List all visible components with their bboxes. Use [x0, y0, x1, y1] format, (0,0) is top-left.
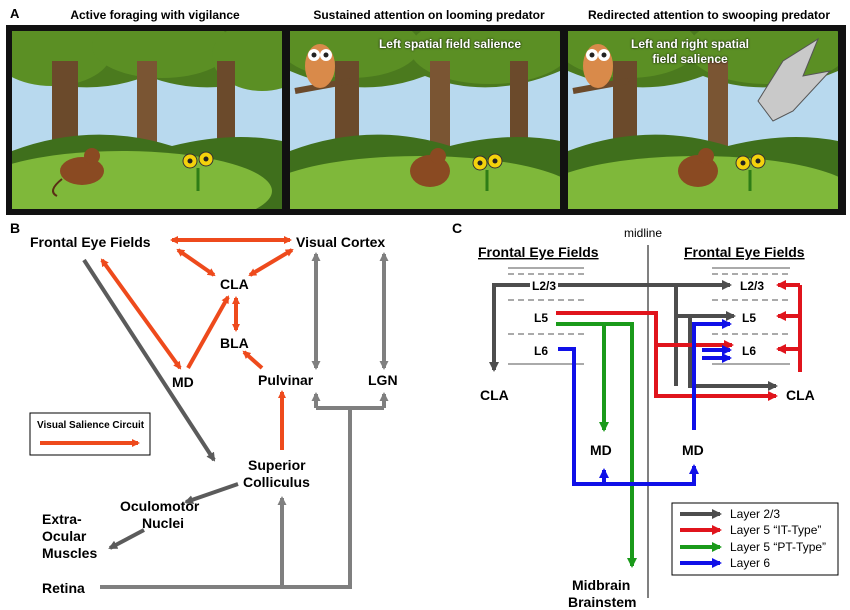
left-layer-l5: L5 [534, 311, 548, 325]
legend-label-layer6: Layer 6 [730, 556, 770, 570]
node-lgn: LGN [368, 372, 398, 388]
brainstem-line1: Midbrain [572, 577, 630, 593]
right-fef-title: Frontal Eye Fields [684, 244, 805, 260]
scene-3-title: Redirected attention to swooping predato… [587, 8, 830, 22]
node-sc-line2: Colliculus [243, 474, 310, 490]
left-fef-title: Frontal Eye Fields [478, 244, 599, 260]
node-eom-line2: Ocular [42, 528, 87, 544]
node-sc-line1: Superior [248, 457, 306, 473]
node-fef: Frontal Eye Fields [30, 234, 151, 250]
node-cla: CLA [220, 276, 249, 292]
node-bla: BLA [220, 335, 249, 351]
panel-b-letter: B [10, 220, 20, 236]
right-layer-l5: L5 [742, 311, 756, 325]
cla-left: CLA [480, 387, 509, 403]
salience-legend-label: Visual Salience Circuit [37, 420, 145, 431]
md-right: MD [682, 442, 704, 458]
layer23-arrows [489, 280, 778, 391]
md-left: MD [590, 442, 612, 458]
scene-2-illustration [290, 31, 560, 209]
node-oculomotor-line1: Oculomotor [120, 498, 200, 514]
node-pulvinar: Pulvinar [258, 372, 314, 388]
node-oculomotor-line2: Nuclei [142, 515, 184, 531]
panel-a-letter: A [10, 6, 20, 21]
scene-2-overlay: Left spatial field salience [378, 37, 522, 51]
scene-2-title: Sustained attention on looming predator [313, 8, 545, 22]
left-layer-l6: L6 [534, 344, 548, 358]
right-layer-l6: L6 [742, 344, 756, 358]
salience-circuit-arrows [100, 236, 294, 450]
brainstem-line2: Brainstem [568, 594, 636, 610]
scene-3-overlay: Left and right spatial field salience [630, 37, 749, 66]
panel-c-letter: C [452, 220, 462, 236]
layer6-arrows [558, 319, 732, 486]
node-eom-line3: Muscles [42, 545, 97, 561]
legend-label-layer23: Layer 2/3 [730, 507, 780, 521]
fef-sc-arrows [82, 258, 239, 550]
right-layer-l23: L2/3 [740, 279, 764, 293]
scene-1-illustration [12, 31, 282, 209]
visual-pathway-arrows [100, 252, 389, 589]
scene-strip [6, 25, 846, 215]
salience-legend-box [29, 412, 151, 456]
left-layer-lines [508, 267, 584, 365]
node-visual-cortex: Visual Cortex [296, 234, 385, 250]
node-md: MD [172, 374, 194, 390]
scene-1-title: Active foraging with vigilance [70, 8, 240, 22]
legend-label-layer5-pt: Layer 5 “PT-Type” [730, 540, 826, 554]
node-eom-line1: Extra- [42, 511, 82, 527]
node-retina: Retina [42, 580, 85, 596]
midline-label: midline [624, 226, 662, 240]
left-layer-l23: L2/3 [532, 279, 556, 293]
scene-3-illustration [568, 31, 838, 209]
cla-right: CLA [786, 387, 815, 403]
legend-label-layer5-it: Layer 5 “IT-Type” [730, 523, 821, 537]
right-layer-lines [712, 267, 790, 365]
